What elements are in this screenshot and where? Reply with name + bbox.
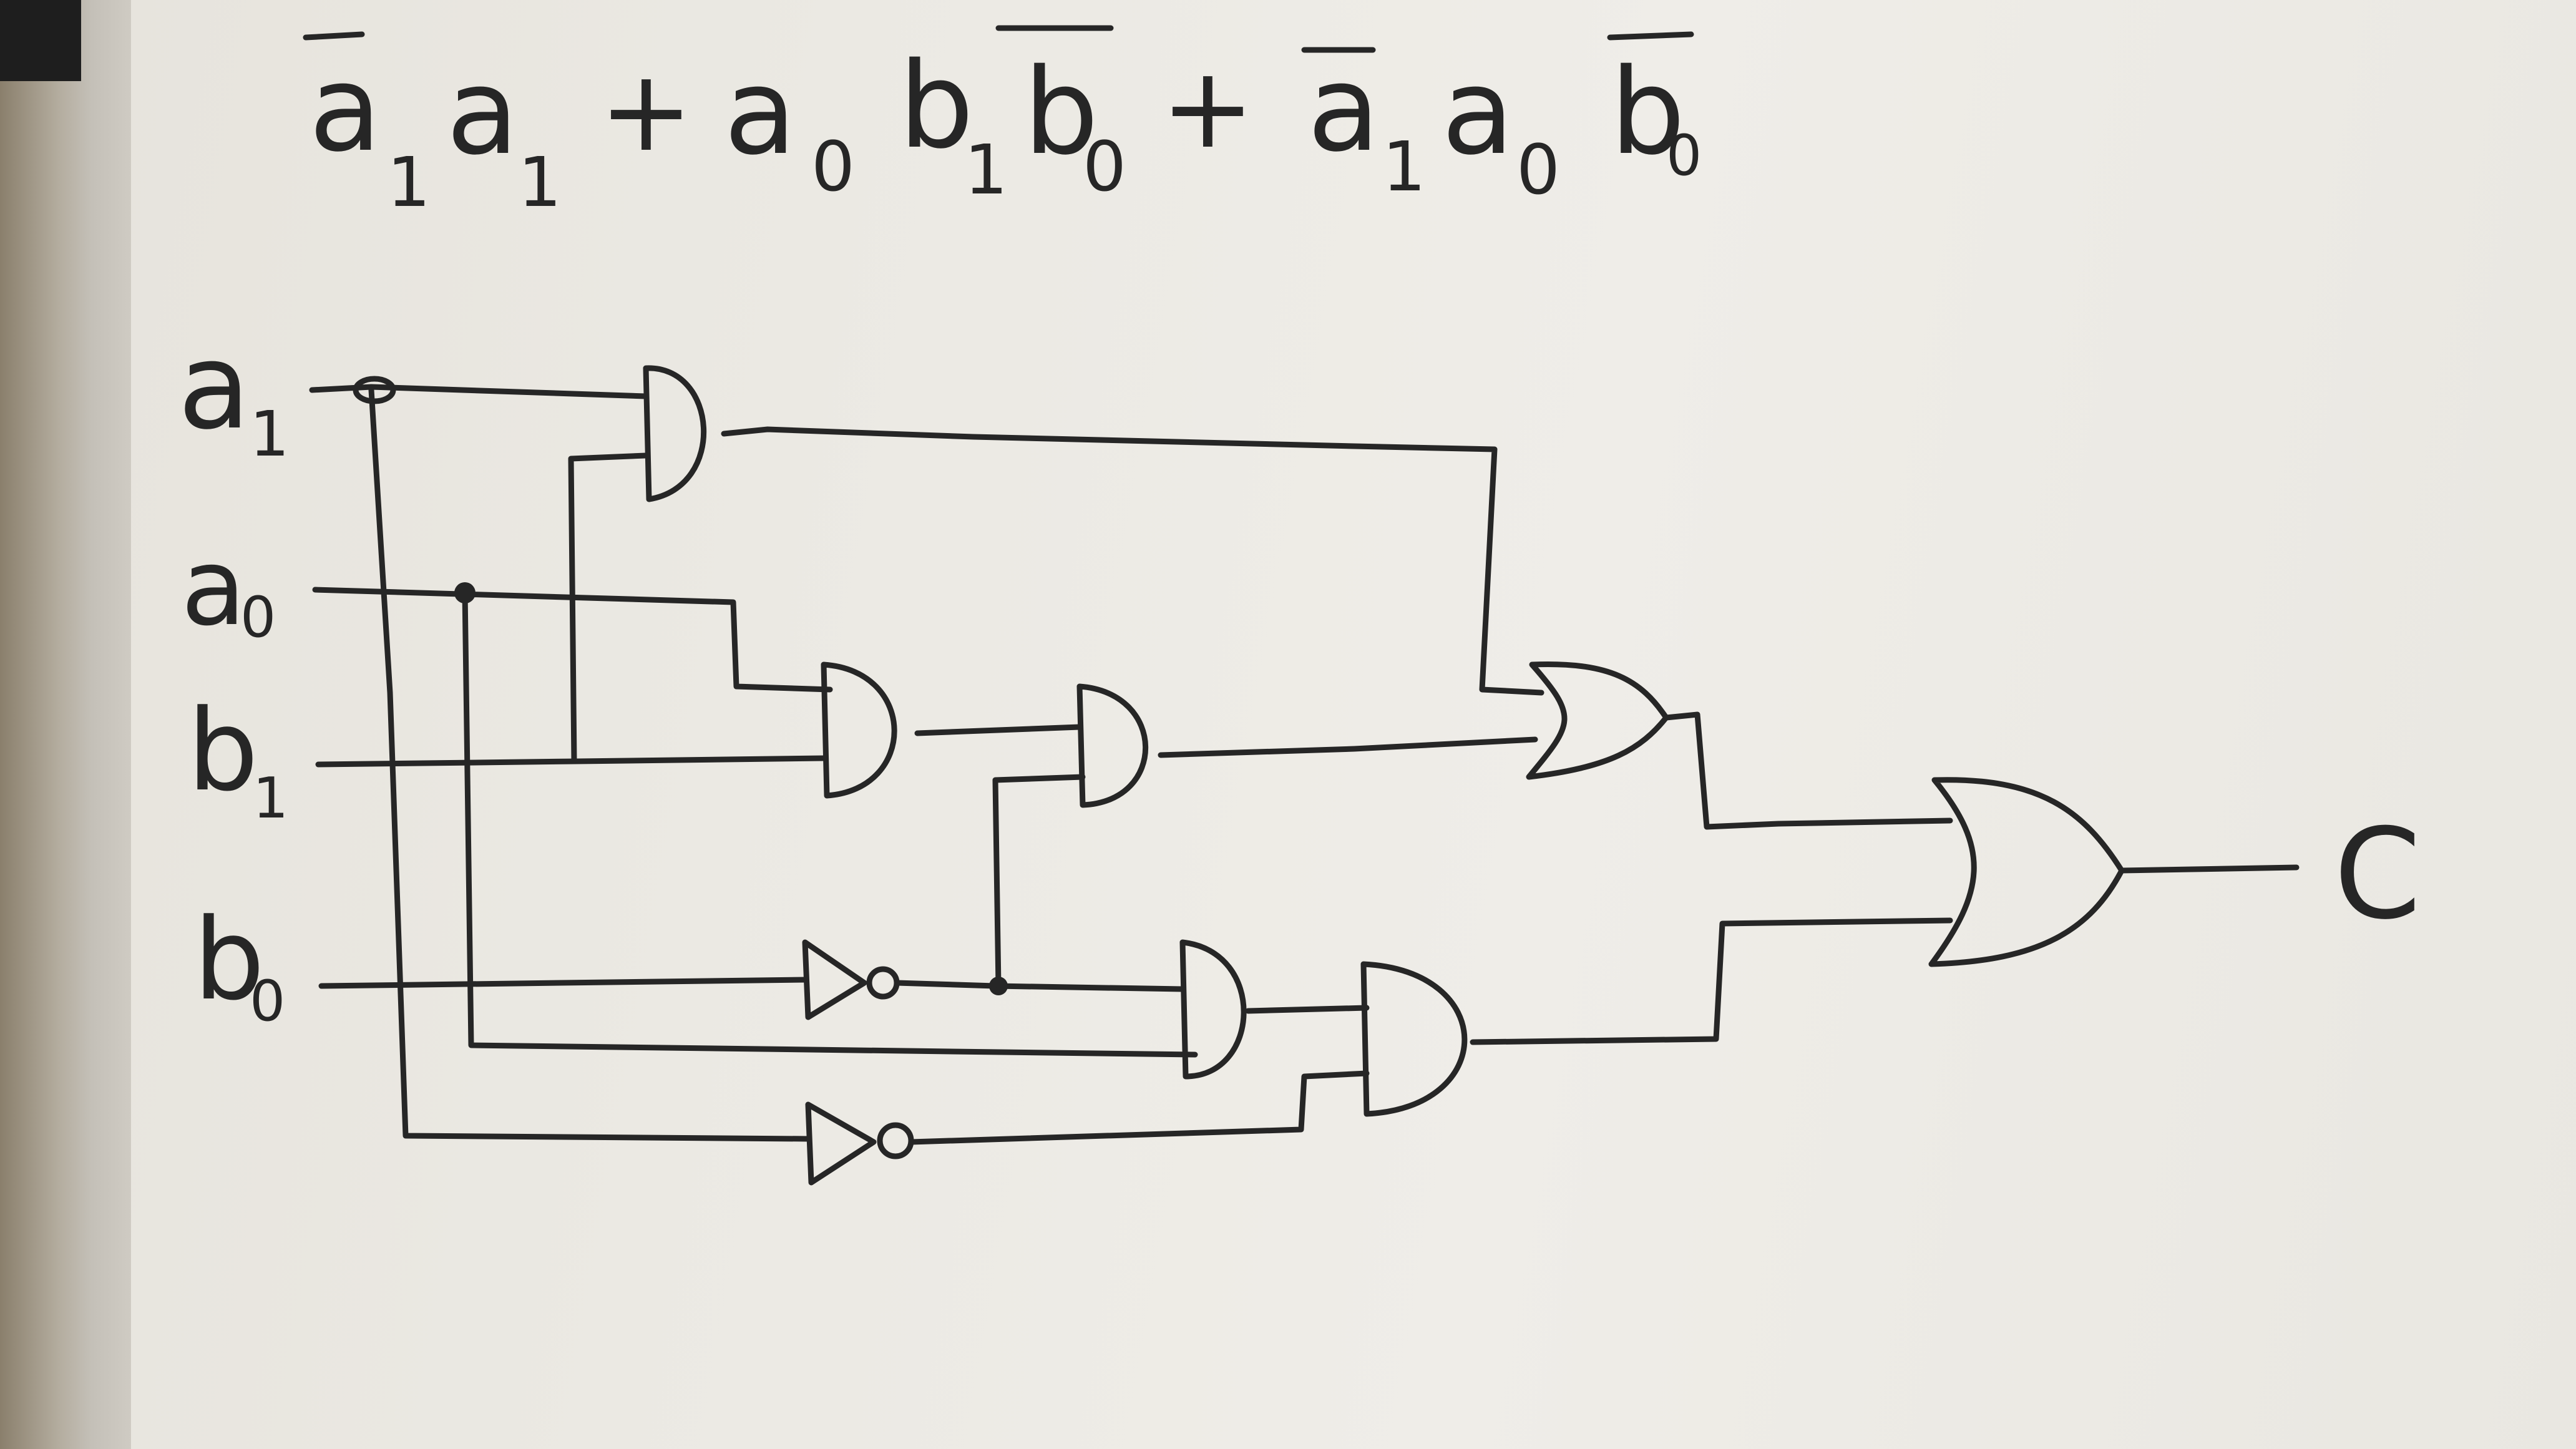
output-label: C — [2334, 802, 2421, 947]
expr-t2-f1-sub: 0 — [811, 127, 855, 207]
expr-t2-f3-base: b — [1023, 43, 1099, 181]
expr-t3-f2-base: a — [1442, 43, 1514, 181]
board-frame-left — [0, 0, 131, 1449]
expr-t3-f3-sub: 0 — [1666, 123, 1702, 188]
not-bubble-b0 — [866, 966, 900, 1000]
expr-t1-f2-base: a — [446, 43, 519, 181]
expr-t2-f2-base: b — [899, 37, 974, 175]
not-gate-a1 — [805, 1101, 877, 1186]
and-gate-5 — [1360, 961, 1468, 1117]
wire-and5-final — [1470, 917, 1953, 1045]
wire-and3-or1 — [1158, 736, 1538, 758]
input-a0-base: a — [181, 526, 246, 650]
wire-a0-down — [462, 590, 1198, 1058]
expr-t3-f3-base: b — [1610, 43, 1686, 181]
expr-t2-f3-sub: 0 — [1083, 127, 1126, 207]
board-corner — [0, 0, 81, 81]
expr-plus-1: + — [599, 46, 693, 177]
wire-and1-or1 — [721, 426, 1544, 696]
and-gate-4 — [1179, 939, 1247, 1080]
or-gate-1 — [1526, 661, 1669, 780]
wire-nota1-and5 — [908, 1070, 1370, 1145]
gates — [643, 365, 2125, 1186]
wire-b1 — [315, 755, 827, 768]
input-b0-base: b — [193, 895, 265, 1025]
wire-notb0-and4 — [894, 980, 1186, 992]
and-gate-1 — [643, 365, 707, 502]
overbar-term3-factor3 — [1607, 31, 1694, 41]
boolean-expression: a 1 a 1 + a 0 b 1 b 0 + a 1 a 0 b 0 — [303, 25, 1702, 222]
expr-t2-f1-base: a — [724, 43, 796, 181]
not-gate-b0 — [802, 939, 867, 1020]
expr-t2-f2-sub: 1 — [964, 130, 1008, 210]
input-a0-sub: 0 — [240, 585, 276, 650]
input-a1-base: a — [178, 318, 250, 456]
and-gate-2 — [821, 661, 897, 799]
input-labels: a 1 a 0 b 1 b 0 — [178, 318, 290, 1034]
input-a1-sub: 1 — [250, 398, 290, 471]
not-bubble-a1 — [877, 1122, 914, 1159]
wire-a1-down — [368, 387, 811, 1142]
expr-t1-f2-sub: 1 — [518, 142, 562, 222]
expr-t3-f1-base: a — [1307, 40, 1380, 178]
or-gate-final — [1928, 777, 2125, 967]
input-b1-sub: 1 — [253, 766, 288, 831]
wire-notb0-and3 — [992, 774, 1086, 989]
wire-or1-final — [1663, 711, 1953, 830]
wire-b1-up — [568, 452, 649, 764]
overbar-term1-factor1 — [303, 31, 365, 41]
internal-wires — [721, 426, 2300, 1145]
expr-t3-f1-sub: 1 — [1382, 127, 1426, 207]
input-wires — [309, 376, 1198, 1142]
and-gate-3 — [1076, 683, 1149, 808]
expr-t1-f1-base: a — [309, 40, 381, 178]
input-b0-sub: 0 — [250, 968, 285, 1034]
wire-a1 — [309, 384, 649, 399]
expr-plus-2: + — [1161, 43, 1255, 173]
wire-and2-and3 — [914, 724, 1083, 736]
wire-b0 — [318, 977, 808, 989]
wire-a0 — [312, 587, 833, 693]
expr-t1-f1-sub: 1 — [387, 142, 431, 222]
wire-and4-and5 — [1245, 1005, 1370, 1014]
wire-output — [2119, 864, 2300, 874]
expr-t3-f2-sub: 0 — [1516, 130, 1560, 210]
input-b1-base: b — [187, 686, 258, 816]
